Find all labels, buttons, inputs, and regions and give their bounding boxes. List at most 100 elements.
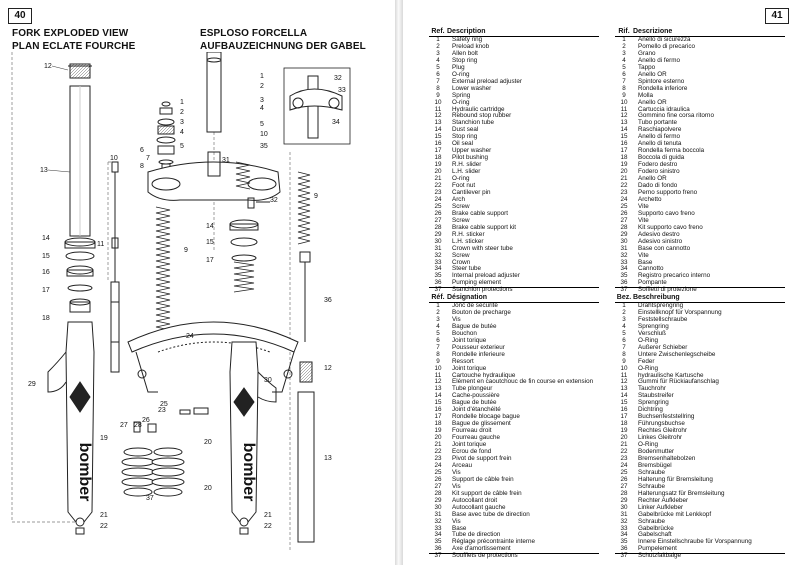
- ref-cell: 32: [434, 517, 442, 525]
- ref-cell: 34: [434, 265, 442, 273]
- ref-cell: 2: [436, 308, 440, 316]
- ref-header: Ref.: [429, 28, 447, 37]
- svg-text:18: 18: [42, 315, 50, 322]
- ref-cell: 25: [434, 202, 442, 210]
- description-cell: Linker Aufkleber: [638, 503, 684, 511]
- table-row: 16 Joint d'étanchéité: [429, 406, 599, 414]
- description-cell: Oil seal: [452, 140, 473, 148]
- svg-text:30: 30: [264, 377, 272, 384]
- ref-cell: 18: [434, 420, 442, 428]
- description-cell: Feder: [638, 357, 655, 365]
- svg-text:22: 22: [264, 523, 272, 530]
- svg-text:14: 14: [206, 223, 214, 230]
- description-cell: Pousseur exterieur: [452, 343, 505, 351]
- ref-cell: 16: [434, 406, 442, 414]
- page-gutter: [395, 0, 403, 565]
- ref-cell: 18: [434, 154, 442, 162]
- svg-text:14: 14: [42, 235, 50, 242]
- ref-cell: 3: [436, 49, 440, 57]
- ref-cell: 13: [434, 385, 442, 393]
- ref-cell: 31: [620, 244, 628, 252]
- description-cell: Führungsbuchse: [638, 420, 685, 428]
- description-cell: Rondelle blocage bague: [452, 413, 520, 421]
- svg-text:20: 20: [204, 485, 212, 492]
- description-cell: Fodero sinistro: [638, 168, 680, 176]
- svg-text:24: 24: [186, 333, 194, 340]
- ref-cell: 26: [434, 475, 442, 483]
- ref-cell: 23: [620, 188, 628, 196]
- description-cell: R.H. sticker: [452, 230, 485, 238]
- ref-cell: 31: [620, 510, 628, 518]
- ref-cell: 15: [434, 133, 442, 141]
- description-cell: Fourreau gauche: [452, 434, 500, 442]
- svg-text:32: 32: [270, 197, 278, 204]
- description-cell: Stanchion tube: [452, 119, 495, 127]
- table-bottom-rule: [615, 553, 785, 554]
- description-cell: Joint d'étanchéité: [452, 406, 501, 414]
- description-cell: Pumping element: [452, 279, 502, 287]
- description-cell: Schraube: [638, 517, 665, 525]
- description-cell: Anello di fermo: [638, 56, 680, 64]
- ref-cell: 32: [620, 517, 628, 525]
- description-cell: Gummi für Rückiaufanschlag: [638, 378, 719, 386]
- table-row: 7 Spintore esterno: [615, 77, 785, 86]
- ref-cell: 7: [622, 77, 626, 85]
- ref-cell: 28: [434, 223, 442, 231]
- svg-text:33: 33: [338, 87, 346, 94]
- description-cell: Anello di tenuta: [638, 140, 682, 148]
- ref-cell: 27: [620, 482, 628, 490]
- svg-text:1: 1: [260, 73, 264, 80]
- ref-cell: 5: [436, 63, 440, 71]
- svg-text:7: 7: [146, 155, 150, 162]
- ref-cell: 21: [620, 175, 628, 183]
- description-cell: Brake cable support: [452, 209, 509, 217]
- ref-cell: 7: [436, 343, 440, 351]
- desc-header: Description: [447, 28, 599, 37]
- description-cell: Spintore esterno: [638, 77, 685, 85]
- description-cell: Gabelbrücke mit Lenkkopf: [638, 510, 712, 518]
- description-cell: Drahtsprengring: [638, 302, 684, 309]
- ref-cell: 1: [436, 36, 440, 43]
- ref-cell: 37: [434, 552, 442, 560]
- page-number-right: 41: [765, 8, 789, 24]
- ref-cell: 32: [620, 251, 628, 259]
- description-cell: Rebound stop rubber: [452, 112, 512, 120]
- ref-cell: 9: [622, 91, 626, 99]
- description-cell: Pumpelement: [638, 545, 677, 553]
- svg-text:21: 21: [100, 512, 108, 519]
- ref-cell: 17: [434, 147, 442, 155]
- svg-text:10: 10: [110, 155, 118, 162]
- description-cell: Arch: [452, 195, 465, 203]
- description-cell: Pompante: [638, 279, 667, 287]
- description-cell: Vis: [452, 517, 461, 525]
- description-cell: Schutzfaltbalge: [638, 552, 682, 560]
- ref-cell: 19: [620, 427, 628, 435]
- ref-cell: 11: [620, 105, 628, 113]
